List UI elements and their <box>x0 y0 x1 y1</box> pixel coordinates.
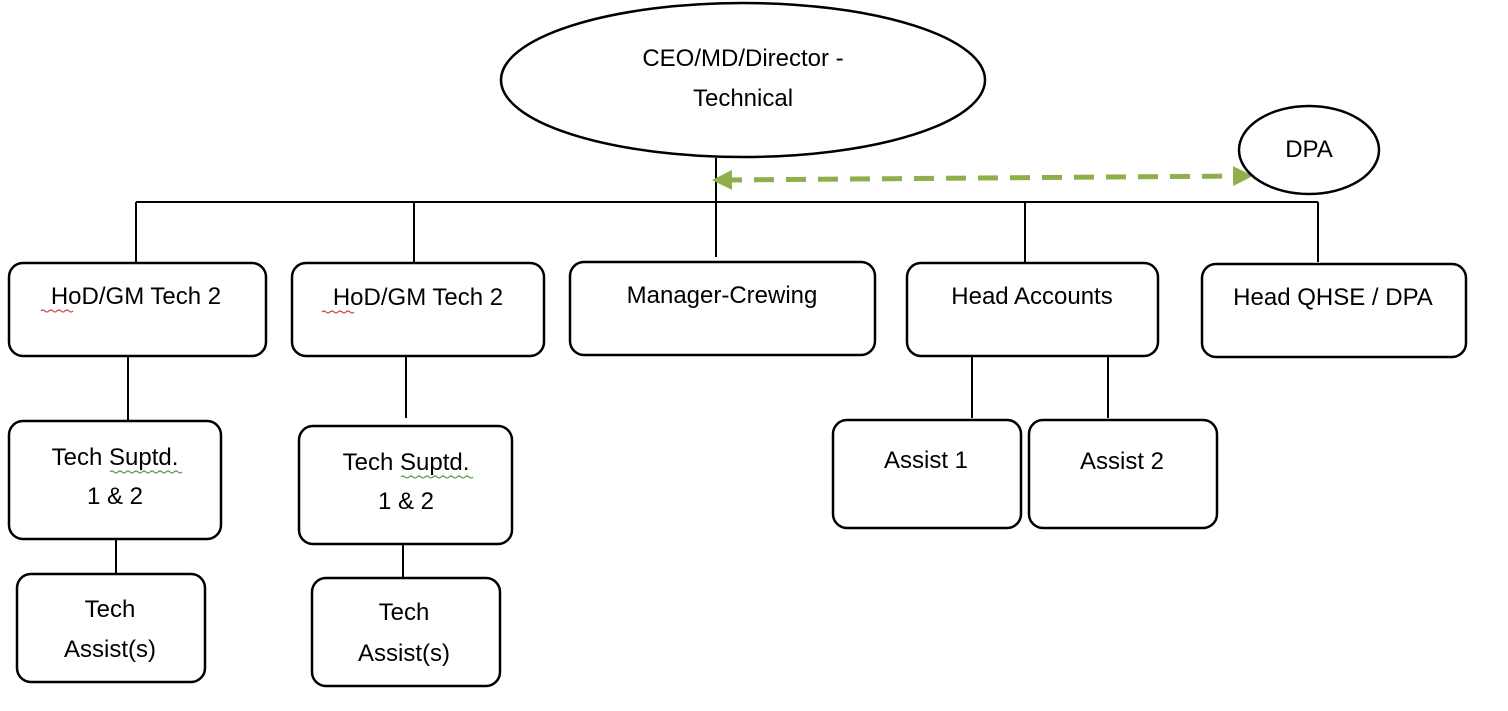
dpa-dashed-link <box>712 166 1253 190</box>
head-accounts-box <box>905 261 1160 358</box>
tech-suptd-2-box <box>297 424 514 546</box>
tech-assist-1-line1: Tech <box>85 596 136 623</box>
ceo-label-line2: Technical <box>693 85 793 112</box>
grammar-underline-icon <box>109 470 183 474</box>
tech-assist-2-box <box>310 576 502 688</box>
node-head-accounts[interactable]: Head Accounts <box>905 261 1160 358</box>
node-assist-2[interactable]: Assist 2 <box>1027 418 1219 530</box>
ceo-ellipse <box>499 1 987 159</box>
node-dpa[interactable]: DPA <box>1237 104 1381 196</box>
tech-suptd-2-line1: Tech Suptd. <box>343 449 470 476</box>
hod-1-box <box>7 261 268 358</box>
hod-1-label: HoD/GM Tech 2 <box>51 283 221 310</box>
tech-suptd-1-line1: Tech Suptd. <box>52 444 179 471</box>
connector-lines <box>115 158 1319 578</box>
head-qhse-box <box>1200 262 1468 359</box>
assist-1-label: Assist 1 <box>884 447 968 474</box>
tech-assist-2-line1: Tech <box>379 599 430 626</box>
hod-2-box <box>290 261 546 358</box>
assist-1-box <box>831 418 1023 530</box>
head-qhse-label: Head QHSE / DPA <box>1233 284 1433 311</box>
assist-2-label: Assist 2 <box>1080 448 1164 475</box>
spellcheck-underline-icon <box>40 309 74 313</box>
node-tech-suptd-1[interactable]: Tech Suptd. 1 & 2 <box>7 419 223 541</box>
node-assist-1[interactable]: Assist 1 <box>831 418 1023 530</box>
node-head-qhse[interactable]: Head QHSE / DPA <box>1200 262 1468 359</box>
tech-assist-2-line2: Assist(s) <box>358 640 450 667</box>
head-accounts-label: Head Accounts <box>951 283 1112 310</box>
node-manager-crewing[interactable]: Manager-Crewing <box>568 260 877 357</box>
dpa-label: DPA <box>1285 136 1333 163</box>
tech-suptd-1-line2: 1 & 2 <box>87 483 143 510</box>
assist-2-box <box>1027 418 1219 530</box>
tech-assist-1-line2: Assist(s) <box>64 636 156 663</box>
dpa-ellipse <box>1237 104 1381 196</box>
manager-crewing-box <box>568 260 877 357</box>
tech-suptd-2-line2: 1 & 2 <box>378 488 434 515</box>
node-tech-assist-1[interactable]: Tech Assist(s) <box>15 572 207 684</box>
node-ceo[interactable]: CEO/MD/Director - Technical <box>499 1 987 159</box>
hod-2-label: HoD/GM Tech 2 <box>333 284 503 311</box>
tech-assist-1-box <box>15 572 207 684</box>
manager-crewing-label: Manager-Crewing <box>627 282 818 309</box>
node-tech-suptd-2[interactable]: Tech Suptd. 1 & 2 <box>297 424 514 546</box>
grammar-underline-icon <box>400 475 474 479</box>
node-hod-1[interactable]: HoD/GM Tech 2 <box>7 261 268 358</box>
tech-suptd-1-box <box>7 419 223 541</box>
node-tech-assist-2[interactable]: Tech Assist(s) <box>310 576 502 688</box>
ceo-label-line1: CEO/MD/Director - <box>642 45 843 72</box>
node-hod-2[interactable]: HoD/GM Tech 2 <box>290 261 546 358</box>
spellcheck-underline-icon <box>321 310 355 314</box>
